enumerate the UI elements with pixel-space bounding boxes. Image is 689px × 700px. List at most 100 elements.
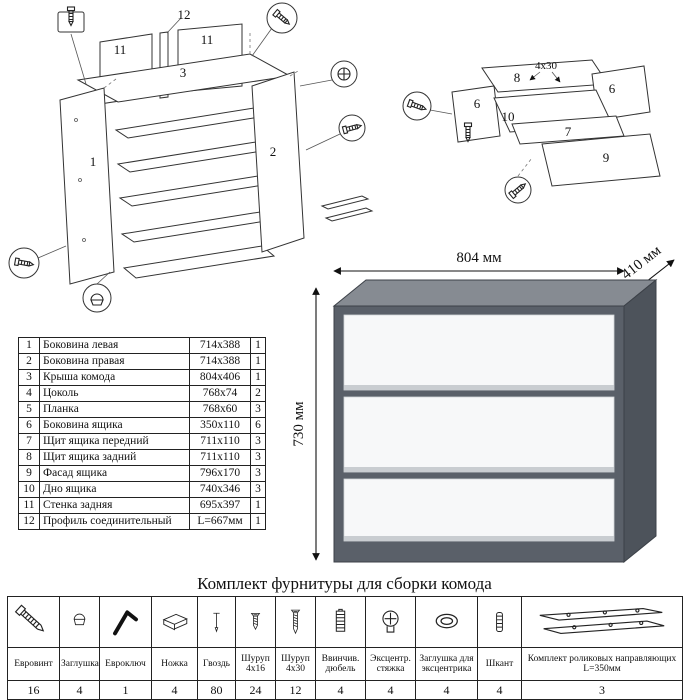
- hardware-names-row: Евровинт Заглушка Евроключ Ножка Гвоздь …: [7, 647, 683, 681]
- part-size: 711x110: [189, 433, 251, 450]
- rail: [114, 107, 268, 139]
- part-number: 6: [18, 417, 40, 434]
- hardware-icons-row: [7, 596, 683, 648]
- part-qty: 1: [250, 513, 266, 530]
- hardware-name: Комплект роликовых направляющих L=350мм: [521, 647, 683, 681]
- drawer-shadow: [344, 536, 614, 541]
- drawer-slide-sketch: [324, 207, 374, 222]
- part-label-6: 6: [609, 81, 616, 96]
- drawer-facade: [541, 133, 661, 187]
- hardware-qty: 4: [477, 680, 522, 700]
- part-name: Цоколь: [39, 385, 190, 402]
- part-name: Боковина ящика: [39, 417, 190, 434]
- part-number: 12: [18, 513, 40, 530]
- part-qty: 3: [250, 433, 266, 450]
- part-size: 714x388: [189, 353, 251, 370]
- foot-icon: [162, 613, 188, 631]
- drawer-slide-sketch: [320, 195, 370, 210]
- drawer-side-left: [451, 85, 501, 143]
- part-qty: 3: [250, 481, 266, 498]
- hardware-qty: 4: [415, 680, 478, 700]
- hardware-name: Ножка: [151, 647, 198, 681]
- part-number: 3: [18, 369, 40, 386]
- part-number: 7: [18, 433, 40, 450]
- drawer-front-2: [343, 396, 615, 473]
- part-qty: 2: [250, 385, 266, 402]
- hardware-name: Заглушка для эксцентрика: [415, 647, 478, 681]
- hardware-qty: 16: [7, 680, 60, 700]
- part-label-12: 12: [178, 7, 191, 22]
- screw-4x30-icon: [290, 609, 301, 635]
- screw-size-label: 4x30: [535, 60, 558, 72]
- hardware-name: Евроключ: [99, 647, 152, 681]
- dresser-top-face: [332, 279, 658, 307]
- part-size: 711x110: [189, 449, 251, 466]
- drawer-panels: [451, 59, 661, 187]
- part-label-6: 6: [474, 96, 481, 111]
- part-size: 796x170: [189, 465, 251, 482]
- hardware-name: Шуруп 4x16: [235, 647, 276, 681]
- depth-dimension-label: 410 мм: [619, 242, 665, 283]
- dimension-width: 804 мм: [333, 250, 625, 275]
- part-size: 768x74: [189, 385, 251, 402]
- part-size: L=667мм: [189, 513, 251, 530]
- part-qty: 6: [250, 417, 266, 434]
- rail: [120, 211, 274, 243]
- hardware-kit-title: Комплект фурнитуры для сборки комода: [197, 574, 492, 593]
- width-dimension-label: 804 мм: [456, 250, 502, 266]
- hardware-name: Эксцентр. стяжка: [365, 647, 416, 681]
- threaded-dowel-icon: [335, 608, 346, 632]
- part-label-10: 10: [502, 109, 515, 124]
- part-size: 740x346: [189, 481, 251, 498]
- hardware-name: Евровинт: [7, 647, 60, 681]
- part-label-9: 9: [603, 150, 610, 165]
- part-qty: 3: [250, 465, 266, 482]
- exploded-view-drawer: 8 4x30 6 6 10 7 9: [402, 59, 661, 204]
- part-name: Крыша комода: [39, 369, 190, 386]
- part-qty: 1: [250, 337, 266, 354]
- part-name: Щит ящика задний: [39, 449, 190, 466]
- right-side-panel: [251, 71, 305, 253]
- height-dimension-label: 730 мм: [291, 401, 307, 447]
- rail: [118, 175, 272, 207]
- drawer-part-labels: 8 4x30 6 6 10 7 9: [474, 60, 616, 165]
- part-label-2: 2: [270, 144, 277, 159]
- part-number: 4: [18, 385, 40, 402]
- part-number: 9: [18, 465, 40, 482]
- hardware-name: Ввинчив. дюбель: [315, 647, 366, 681]
- hardware-qty: 4: [151, 680, 198, 700]
- hardware-qty: 3: [521, 680, 683, 700]
- dresser-render: 804 мм 410 мм 730 мм: [291, 242, 675, 564]
- part-size: 768x60: [189, 401, 251, 418]
- drawer-construction-lines: [429, 71, 561, 177]
- dimension-height: 730 мм: [291, 287, 320, 561]
- drawer-front-3: [343, 478, 615, 542]
- part-name: Щит ящика передний: [39, 433, 190, 450]
- part-number: 8: [18, 449, 40, 466]
- part-name: Боковина левая: [39, 337, 190, 354]
- carcass-hardware-callouts: [8, 2, 374, 313]
- dresser-body: [332, 278, 658, 564]
- hardware-qty-row: 16 4 1 4 80 24 12 4 4 4 4 3: [7, 680, 683, 700]
- part-label-11: 11: [114, 42, 127, 57]
- hardware-name: Шуруп 4x30: [275, 647, 316, 681]
- part-label-3: 3: [180, 65, 187, 80]
- confirmat-screw-icon: [14, 604, 45, 632]
- carcass-panels: [59, 23, 305, 285]
- cam-cap-icon: [435, 613, 458, 629]
- part-qty: 1: [250, 353, 266, 370]
- part-name: Стенка задняя: [39, 497, 190, 514]
- part-number: 2: [18, 353, 40, 370]
- part-qty: 1: [250, 497, 266, 514]
- part-number: 1: [18, 337, 40, 354]
- screw-4x16-icon: [250, 613, 261, 631]
- hardware-qty: 4: [59, 680, 100, 700]
- hardware-qty: 12: [275, 680, 316, 700]
- cam-lock-icon: [382, 610, 399, 633]
